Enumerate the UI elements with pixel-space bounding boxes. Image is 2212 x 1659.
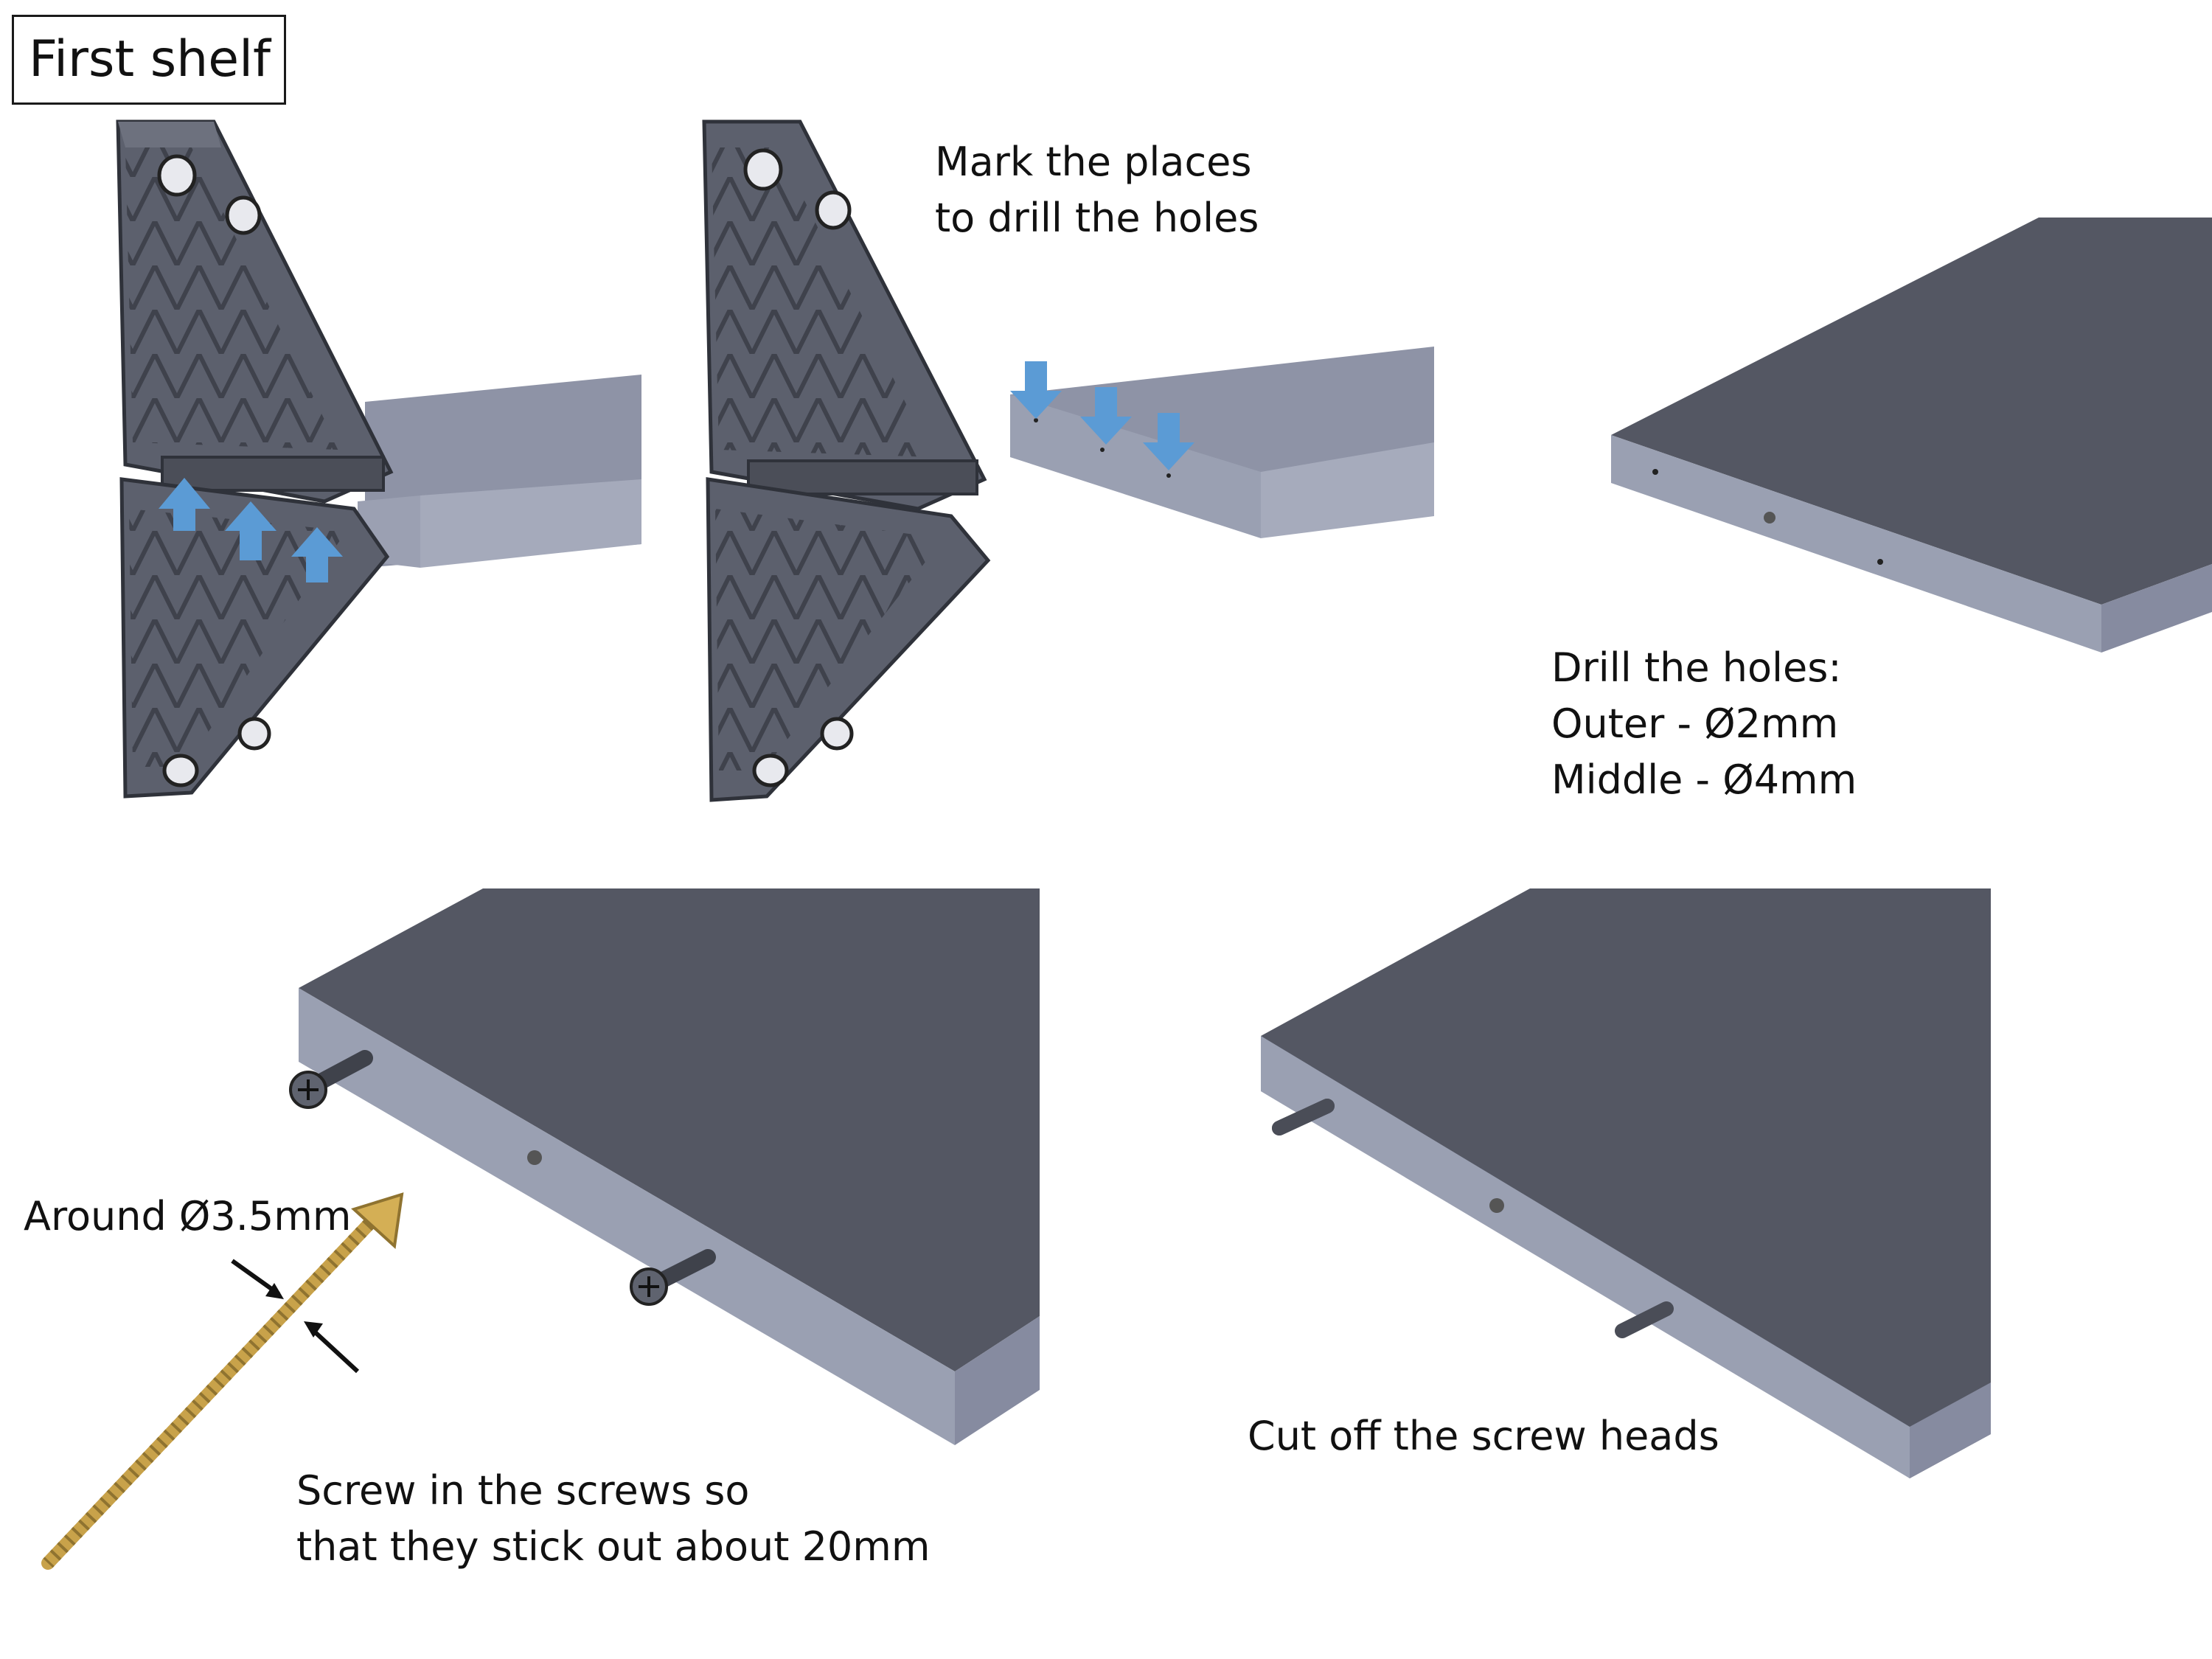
- bracket-assembly-with-board: [116, 119, 641, 799]
- pointer-arrow-icon: [231, 1259, 284, 1299]
- up-arrow-icon: [291, 527, 343, 582]
- screw-size-label: Around Ø3.5mm: [24, 1193, 352, 1239]
- screw-in-instruction-line1: Screw in the screws so: [296, 1467, 750, 1514]
- up-arrow-icon: [225, 501, 276, 560]
- down-arrow-icon: [1010, 361, 1062, 419]
- drill-instruction-line2: Outer - Ø2mm: [1551, 700, 1839, 747]
- board-drilled: [1611, 218, 2212, 653]
- page-title: First shelf: [12, 15, 286, 105]
- drill-instruction-line1: Drill the holes:: [1551, 644, 1842, 691]
- drill-instruction: Drill the holes: Outer - Ø2mm Middle - Ø…: [1551, 640, 1857, 808]
- up-arrow-icon: [159, 478, 210, 531]
- down-arrow-icon: [1143, 413, 1194, 470]
- bracket-standalone: [702, 119, 991, 802]
- pointer-arrow-icon: [304, 1321, 360, 1374]
- screw-in-instruction: Screw in the screws so that they stick o…: [296, 1463, 931, 1575]
- wood-screw-icon: [37, 1192, 404, 1574]
- board-cut-screws: [1261, 888, 1991, 1478]
- cut-instruction: Cut off the screw heads: [1248, 1413, 1719, 1459]
- board-with-screws: [289, 888, 1040, 1445]
- mark-instruction-line1: Mark the places: [935, 139, 1252, 185]
- down-arrow-icon: [1080, 387, 1132, 445]
- screw-in-instruction-line2: that they stick out about 20mm: [296, 1523, 931, 1570]
- screw-icon: [630, 1249, 716, 1306]
- drill-instruction-line3: Middle - Ø4mm: [1551, 757, 1857, 803]
- board-marking: [1010, 347, 1434, 538]
- mark-instruction-line2: to drill the holes: [935, 195, 1259, 241]
- mark-instruction: Mark the places to drill the holes: [935, 134, 1259, 246]
- screw-icon: [289, 1050, 373, 1109]
